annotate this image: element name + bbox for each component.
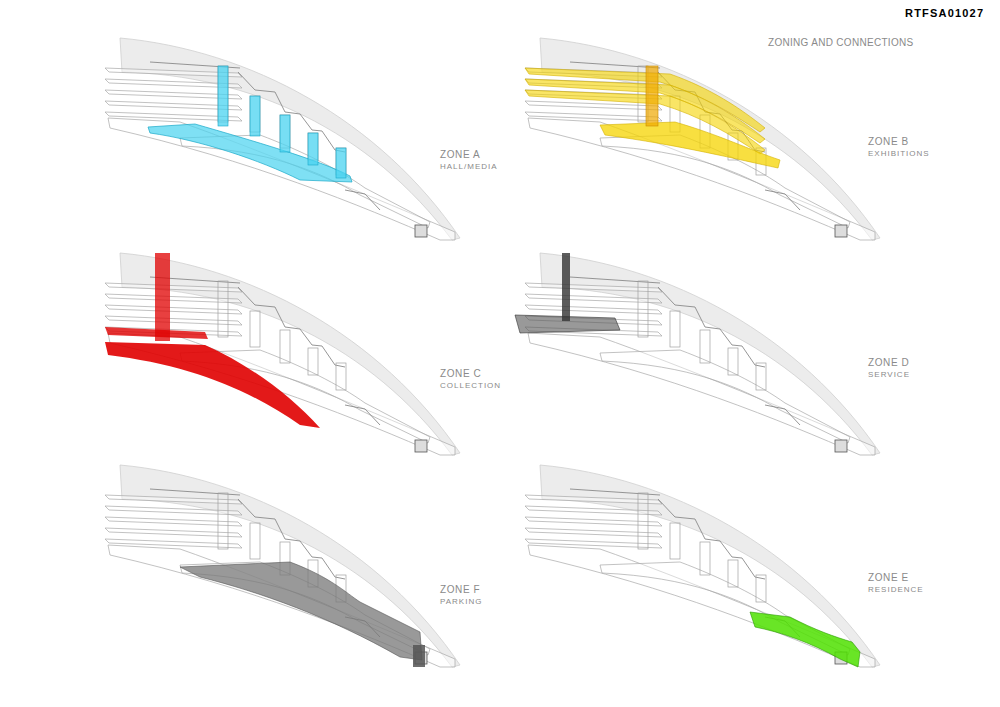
zone-use: EXHIBITIONS [868, 149, 930, 158]
zone-panel [515, 253, 880, 455]
zone-column [646, 66, 658, 126]
core-column [218, 493, 228, 549]
stair-core [835, 225, 847, 237]
ground-slab [108, 545, 455, 667]
ramp-line [570, 277, 800, 425]
zone-fill [750, 612, 860, 667]
zone-column [336, 148, 346, 178]
core-column [756, 363, 766, 390]
zone-fill [180, 562, 422, 660]
core-column [700, 542, 710, 575]
zone-column [218, 66, 228, 126]
core-column [308, 348, 318, 375]
floor-slab [105, 283, 242, 292]
zone-column [280, 115, 290, 152]
stair-core [835, 440, 847, 452]
core-column [218, 281, 228, 337]
core-column [670, 523, 680, 559]
core-column [250, 523, 260, 559]
zone-name: ZONE F [440, 584, 480, 595]
ground-slab [528, 333, 875, 455]
core-column [638, 493, 648, 549]
sheet-code: RTFSA01027 [905, 7, 984, 19]
core-column [756, 575, 766, 602]
ground-slab [528, 118, 875, 240]
floor-slab [525, 305, 662, 314]
floor-slab [525, 495, 662, 504]
stair-core [415, 440, 427, 452]
zone-use: PARKING [440, 597, 482, 606]
core-column [336, 363, 346, 390]
floor-slab [525, 294, 662, 303]
core-column [728, 560, 738, 587]
zone-use: COLLECTION [440, 381, 501, 390]
floor-slab [105, 316, 242, 325]
stair-core [415, 225, 427, 237]
core-column [280, 330, 290, 363]
core-column [638, 281, 648, 337]
zone-name: ZONE A [440, 149, 480, 160]
zone-column [562, 253, 570, 321]
zone-panel [105, 253, 460, 455]
floor-slab [525, 283, 662, 292]
zone-use: HALL/MEDIA [440, 162, 498, 171]
zone-use: SERVICE [868, 370, 910, 379]
floor-slab [525, 506, 662, 515]
zone-fill [600, 122, 780, 168]
ground-slab [528, 545, 875, 667]
zone-fill [105, 342, 320, 428]
floor-slab [105, 528, 242, 537]
zone-panel [105, 465, 460, 667]
zone-column [250, 96, 260, 136]
core-column [700, 330, 710, 363]
diagram-title: ZONING AND CONNECTIONS [768, 37, 914, 48]
floor-slab [105, 294, 242, 303]
zone-use: RESIDENCE [868, 585, 924, 594]
floor-slab [105, 517, 242, 526]
curved-slab [180, 135, 430, 228]
floor-slab [105, 495, 242, 504]
core-column [728, 348, 738, 375]
floor-slab [525, 517, 662, 526]
zone-panel [525, 465, 880, 667]
zone-column [413, 645, 425, 667]
core-column [250, 311, 260, 347]
zone-name: ZONE E [868, 572, 909, 583]
floor-slab [525, 528, 662, 537]
core-column [670, 311, 680, 347]
floor-slab [105, 305, 242, 314]
zone-column [155, 253, 170, 341]
zone-name: ZONE D [868, 357, 909, 368]
curved-slab [600, 350, 850, 443]
zone-column [308, 133, 318, 165]
zone-panel [105, 38, 460, 240]
zone-panel [525, 38, 880, 240]
zone-name: ZONE C [440, 368, 481, 379]
floor-slab [105, 506, 242, 515]
zone-name: ZONE B [868, 136, 909, 147]
